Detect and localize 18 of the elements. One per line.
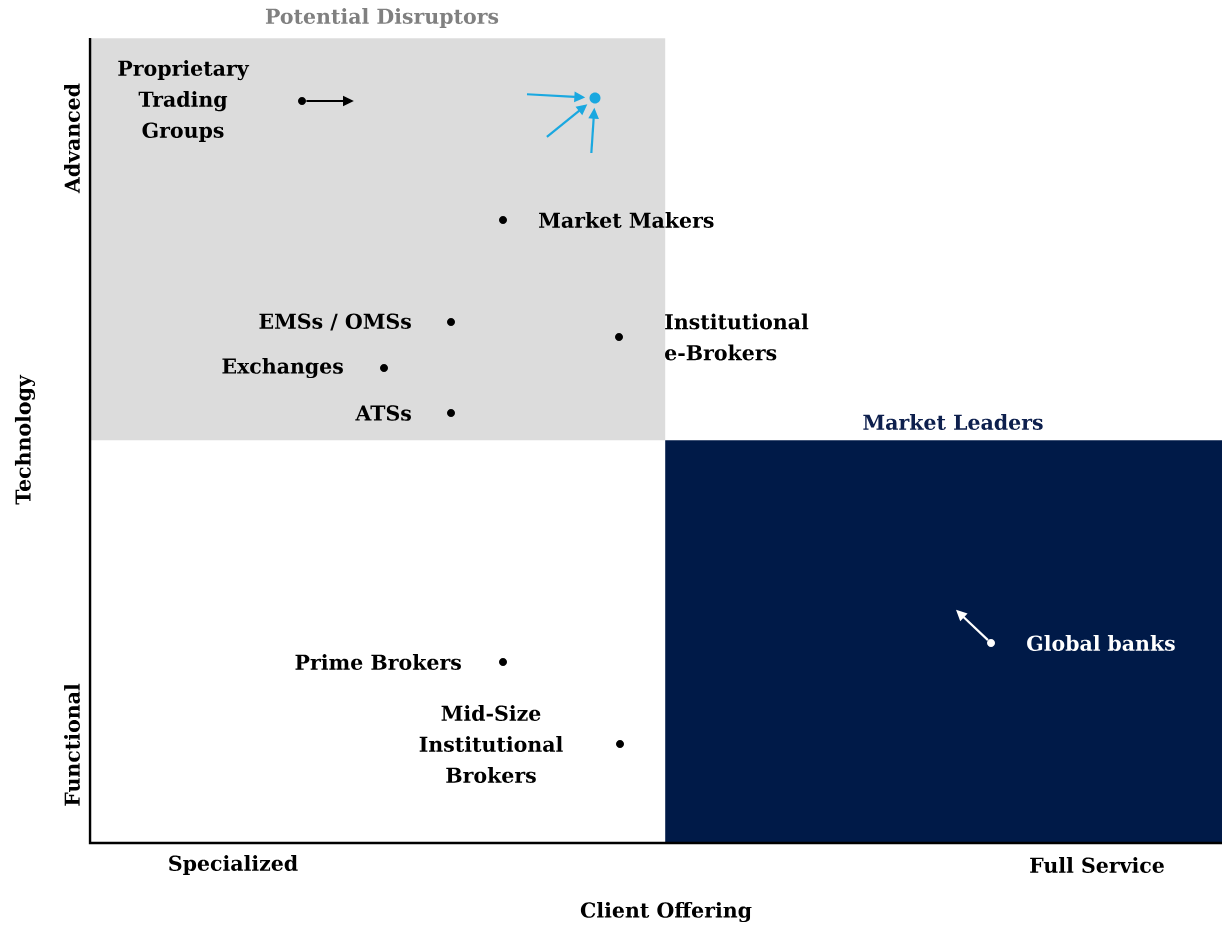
axis-label: Full Service [1030, 857, 1164, 873]
point-label: EMSs / OMSs [259, 313, 411, 331]
axis-label: Functional [64, 683, 80, 806]
point-label: Global banks [1027, 635, 1175, 651]
point-label: Mid-Size Institutional Brokers [419, 705, 563, 783]
point-marker [589, 92, 601, 104]
point-label: Institutional e-Brokers [665, 313, 809, 361]
node-label: Potential Disruptors [265, 8, 499, 28]
point-label: Exchanges [222, 357, 343, 379]
axis-label: Specialized [169, 855, 298, 875]
node-label: Market Leaders [863, 414, 1043, 430]
point-label: Market Makers [539, 212, 714, 228]
axis-label: Advanced [64, 83, 80, 194]
point-label: Prime Brokers [295, 654, 461, 670]
axis-title: Client Offering [580, 901, 752, 923]
point-label: Proprietary Trading Groups [118, 60, 250, 142]
point-label: ATSs [355, 405, 411, 421]
axis-title: Technology [14, 374, 36, 505]
